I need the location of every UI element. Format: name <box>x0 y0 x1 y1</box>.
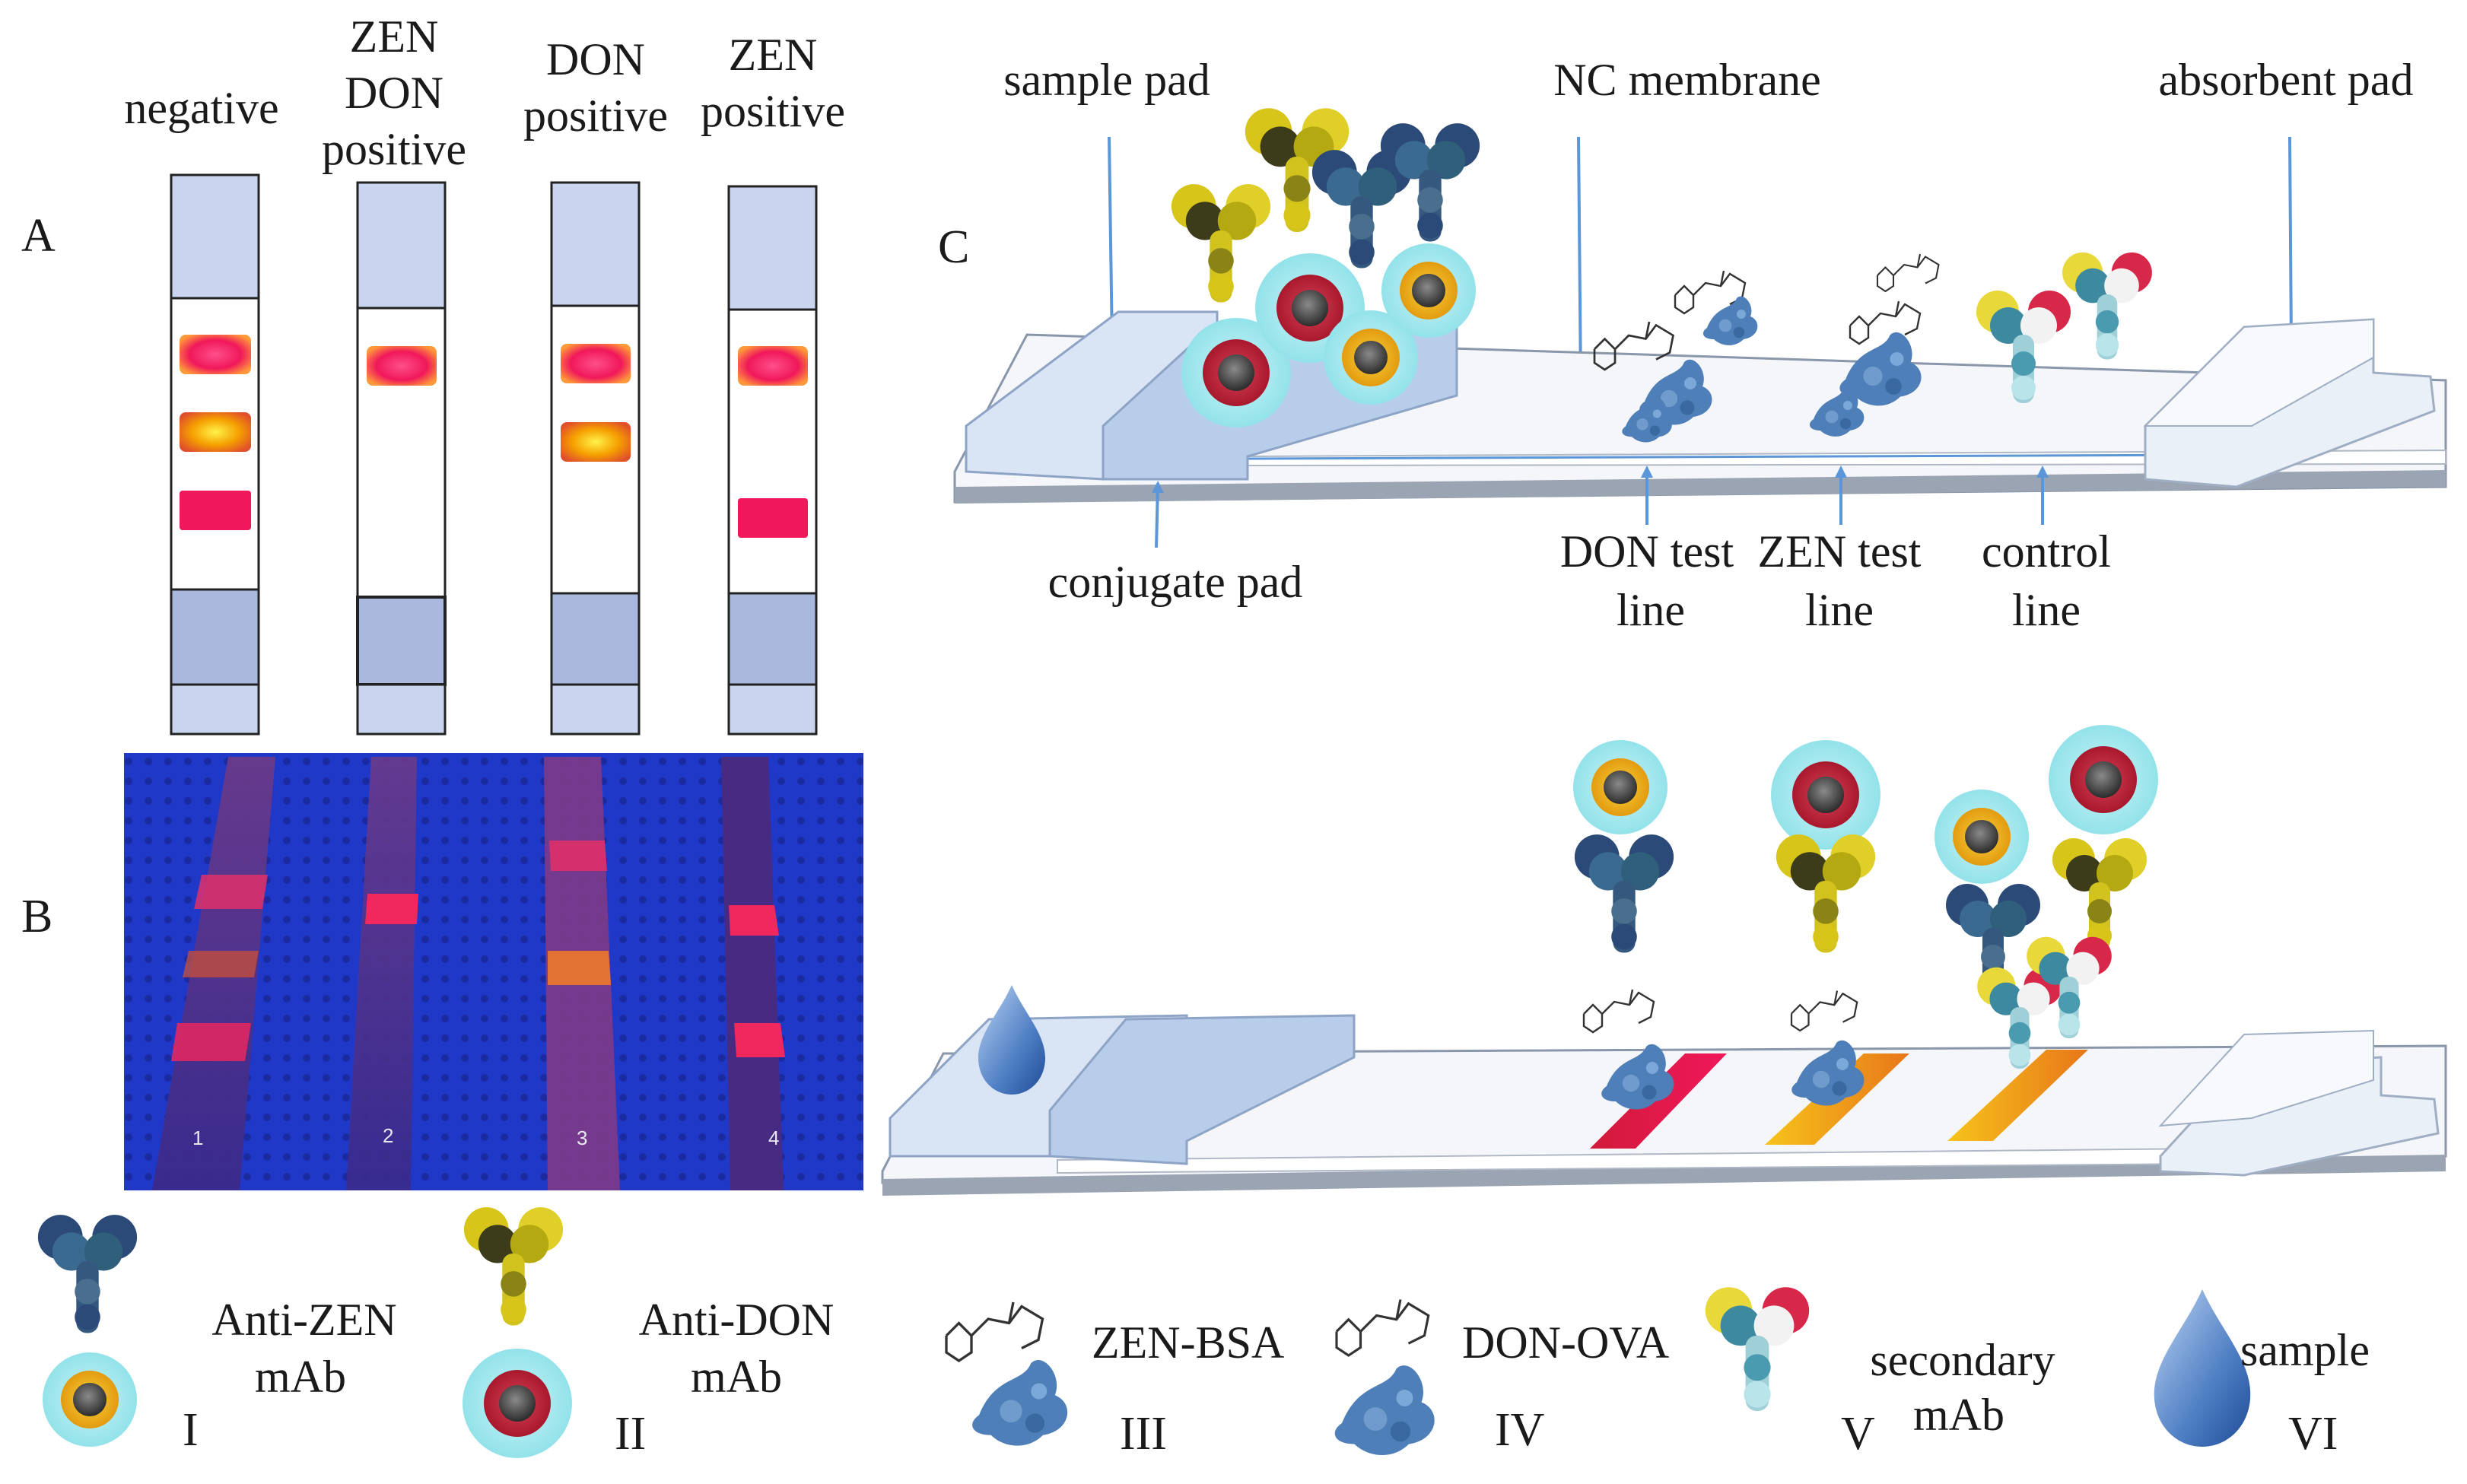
legend-v-text-1: secondary <box>1870 1335 2055 1385</box>
header-zen-don-2: DON <box>345 68 443 118</box>
legend-i-text-1: Anti-ZEN <box>211 1295 396 1345</box>
header-zen-2: positive <box>701 86 845 136</box>
label-sample-pad: sample pad <box>1003 55 1210 105</box>
strip-headers: negative ZEN DON positive DON positive Z… <box>124 11 845 174</box>
header-zen-don-1: ZEN <box>350 11 439 62</box>
legend-i-numeral: I <box>183 1404 199 1456</box>
legend: Anti-ZEN mAb I Anti-DON mAb II ZEN-BSA I… <box>37 1207 2370 1460</box>
don-band <box>180 412 251 452</box>
arrow-absorbent-pad <box>2284 136 2297 352</box>
photo-strip-2 <box>346 757 417 1190</box>
legend-v-text-2: mAb <box>1913 1390 2004 1440</box>
label-control-line-2: line <box>2012 585 2081 635</box>
legend-vi-numeral: VI <box>2288 1408 2338 1460</box>
label-don-test-line-2: line <box>1617 585 1685 635</box>
arrow-sample-pad <box>1105 136 1118 352</box>
label-zen-test-line-2: line <box>1805 585 1874 635</box>
panel-label-a: A <box>21 210 56 262</box>
legend-item-iii: ZEN-BSA III <box>945 1301 1284 1460</box>
don-band <box>561 422 631 462</box>
conjugate-pad-bottom <box>1048 1014 1356 1165</box>
don-test-line-band <box>1590 1053 1727 1149</box>
legend-iii-text: ZEN-BSA <box>1092 1317 1284 1368</box>
legend-i-text-2: mAb <box>255 1352 346 1402</box>
strip-zen-positive <box>727 185 818 736</box>
legend-ii-text-2: mAb <box>691 1352 782 1402</box>
header-don-1: DON <box>546 34 645 84</box>
legend-iv-text: DON-OVA <box>1462 1317 1669 1368</box>
photo-strips: 1 2 3 4 <box>124 753 863 1190</box>
header-don-2: positive <box>523 91 668 141</box>
label-conjugate-pad: conjugate pad <box>1048 557 1303 607</box>
legend-ii-numeral: II <box>615 1408 646 1460</box>
strip-device-bottom <box>881 1014 2447 1196</box>
photo-strip-number-3: 3 <box>577 1127 587 1149</box>
legend-item-iv: DON-OVA IV <box>1334 1298 1669 1456</box>
photo-strip-4 <box>721 757 784 1190</box>
photo-strip-number-2: 2 <box>383 1124 393 1147</box>
sample-drop-legend-icon <box>2154 1289 2251 1447</box>
label-nc-membrane: NC membrane <box>1553 55 1821 105</box>
legend-v-numeral: V <box>1841 1408 1875 1460</box>
legend-item-v: secondary mAb V <box>1705 1287 2055 1460</box>
arrow-nc-membrane <box>1574 136 1587 390</box>
strip-zen-don-positive <box>356 181 447 736</box>
photo-strip-number-1: 1 <box>192 1127 203 1149</box>
header-zen-1: ZEN <box>729 30 818 80</box>
panel-label-c: C <box>938 221 969 273</box>
sample-drop-icon <box>978 985 1045 1095</box>
control-line-band <box>1947 1050 2088 1141</box>
legend-vi-text: sample <box>2240 1325 2370 1375</box>
arrow-conjugate-pad <box>1151 481 1164 548</box>
label-control-line-1: control <box>1982 526 2111 577</box>
strip-negative <box>170 173 260 736</box>
zen-band <box>180 491 251 530</box>
control-band <box>561 344 631 383</box>
zen-band <box>738 498 808 538</box>
panel-label-b: B <box>21 891 52 942</box>
legend-item-i: Anti-ZEN mAb I <box>37 1215 397 1456</box>
legend-iv-numeral: IV <box>1495 1404 1545 1456</box>
strip-don-positive <box>550 181 641 736</box>
header-negative: negative <box>124 83 278 133</box>
photo-strip-number-4: 4 <box>768 1127 779 1149</box>
control-band <box>738 346 808 386</box>
label-absorbent-pad: absorbent pad <box>2159 55 2414 105</box>
legend-ii-text-1: Anti-DON <box>639 1295 835 1345</box>
legend-item-vi: sample VI <box>2154 1289 2370 1460</box>
header-zen-don-3: positive <box>322 124 466 174</box>
control-band <box>180 335 251 374</box>
legend-iii-numeral: III <box>1120 1408 1167 1460</box>
label-don-test-line-1: DON test <box>1560 526 1734 577</box>
control-band <box>367 346 437 386</box>
legend-item-ii: Anti-DON mAb II <box>463 1207 834 1460</box>
label-zen-test-line-1: ZEN test <box>1758 526 1922 577</box>
